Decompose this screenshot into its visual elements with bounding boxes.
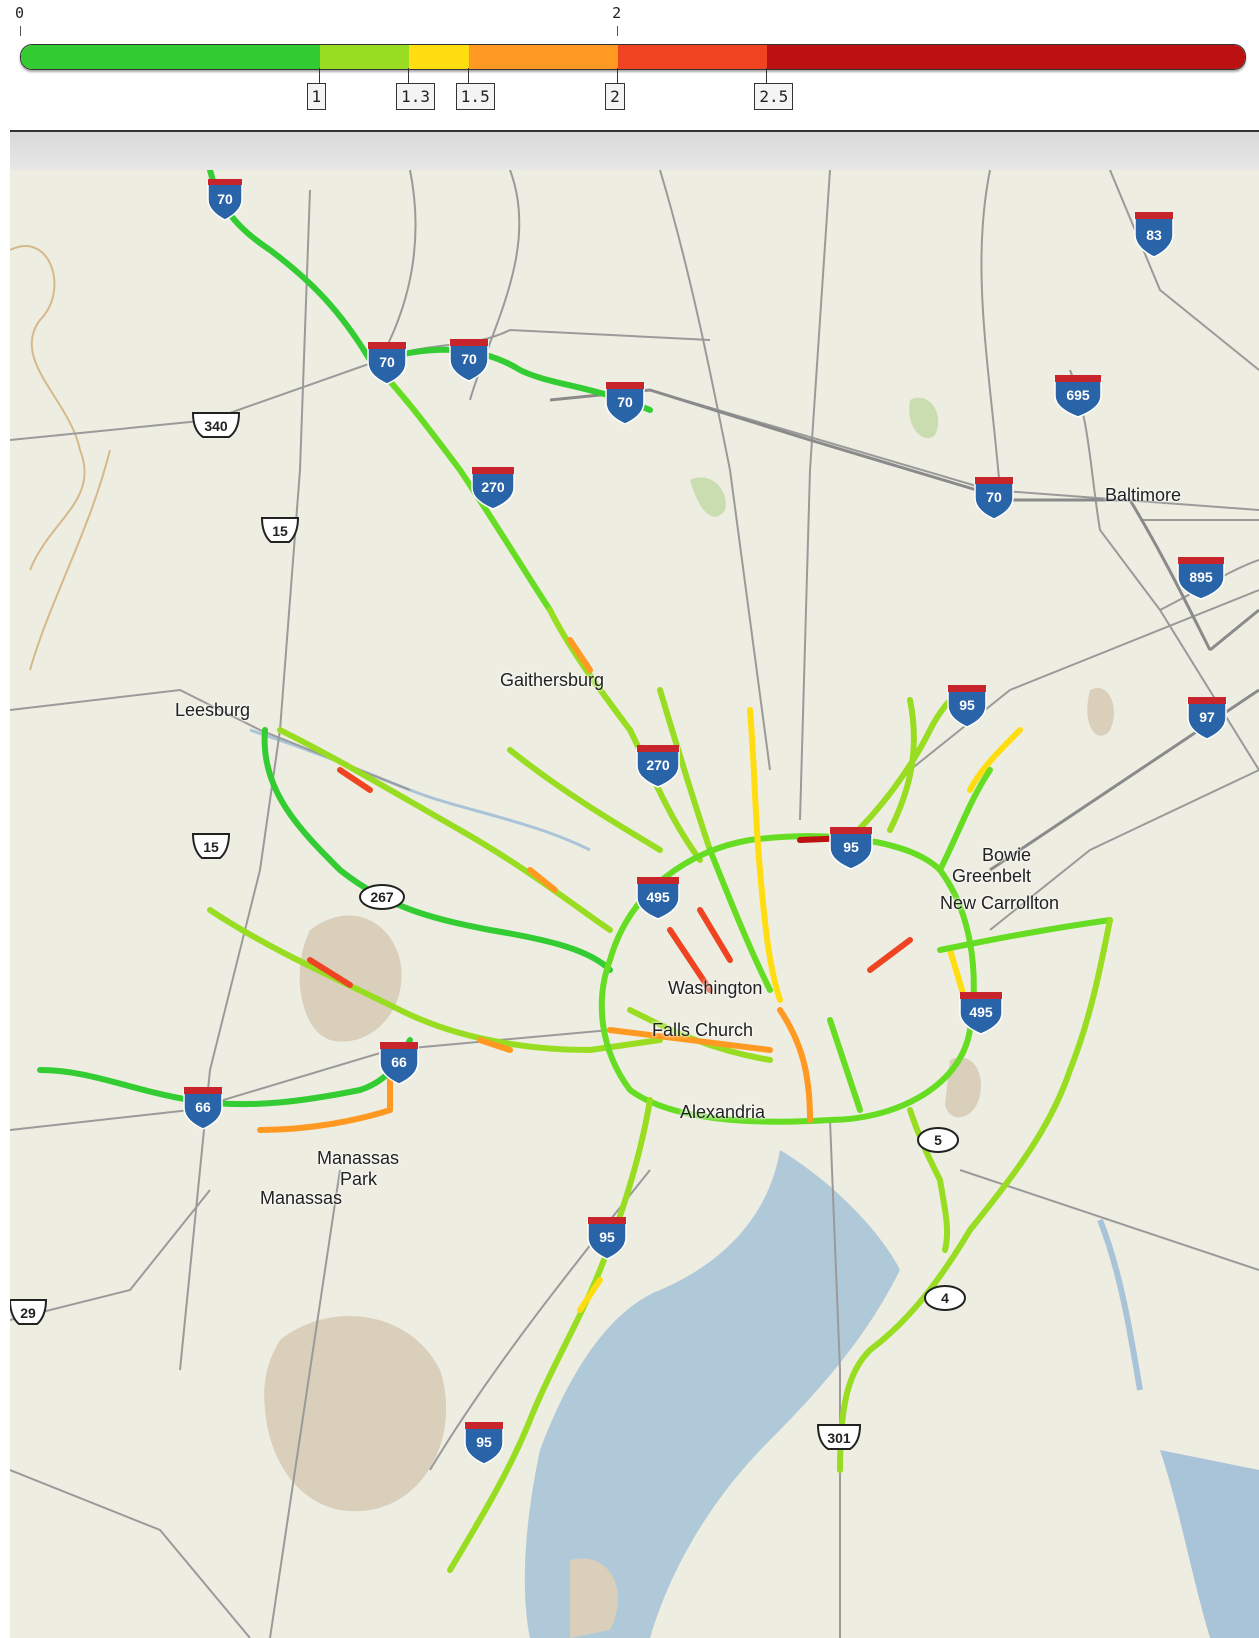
- map-base: 83 70 70 70 70 70 695 895 97 95 270 270 …: [10, 170, 1259, 1638]
- svg-text:15: 15: [272, 523, 288, 539]
- city-label: Gaithersburg: [500, 670, 605, 690]
- svg-text:70: 70: [986, 489, 1002, 505]
- svg-text:895: 895: [1189, 569, 1213, 585]
- svg-text:70: 70: [617, 394, 633, 410]
- svg-text:95: 95: [476, 1434, 492, 1450]
- svg-text:70: 70: [461, 351, 477, 367]
- scale-segment: [618, 45, 768, 69]
- svg-text:95: 95: [843, 839, 859, 855]
- svg-text:95: 95: [599, 1229, 615, 1245]
- scale-segment: [468, 45, 619, 69]
- svg-text:83: 83: [1146, 227, 1162, 243]
- city-label: New Carrollton: [940, 893, 1060, 913]
- legend-stop-label: 1.3: [396, 83, 435, 110]
- svg-text:97: 97: [1199, 709, 1215, 725]
- svg-text:5: 5: [934, 1132, 942, 1148]
- legend-stop-tick: [408, 68, 410, 83]
- city-label: Baltimore: [1105, 485, 1182, 505]
- map-toolbar: [10, 130, 1259, 172]
- svg-text:95: 95: [959, 697, 975, 713]
- legend-stop-tick: [766, 68, 768, 83]
- legend-stop-label: 1: [306, 83, 327, 110]
- svg-text:29: 29: [20, 1305, 36, 1321]
- legend-stop-tick: [467, 68, 469, 83]
- legend-stop-label: 2: [605, 83, 625, 110]
- svg-text:4: 4: [941, 1290, 949, 1306]
- city-label: Park: [340, 1169, 378, 1189]
- svg-text:66: 66: [391, 1054, 407, 1070]
- legend-stop-label: 2.5: [754, 83, 794, 110]
- svg-text:270: 270: [481, 479, 505, 495]
- congestion-legend: 0 2 1 1.3 1.5 2 2.5: [0, 0, 1259, 130]
- scale-segment: [319, 45, 410, 69]
- city-label: Alexandria: [680, 1102, 766, 1122]
- city-label: Washington: [668, 978, 763, 998]
- svg-text:70: 70: [379, 354, 395, 370]
- scale-segment: [21, 45, 320, 69]
- traffic-map[interactable]: 83 70 70 70 70 70 695 895 97 95 270 270 …: [10, 170, 1259, 1638]
- legend-stop-tick: [318, 68, 320, 83]
- legend-stop-tick: [617, 68, 619, 83]
- svg-text:15: 15: [203, 839, 219, 855]
- svg-text:495: 495: [646, 889, 670, 905]
- legend-top-tickmark: [617, 26, 619, 36]
- scale-segment: [409, 45, 469, 69]
- svg-text:70: 70: [217, 191, 233, 207]
- svg-text:495: 495: [969, 1004, 993, 1020]
- legend-top-tick-label: 2: [612, 4, 622, 22]
- svg-text:270: 270: [646, 757, 670, 773]
- svg-text:695: 695: [1066, 387, 1090, 403]
- congestion-color-scale: [20, 44, 1246, 70]
- city-label: Greenbelt: [952, 866, 1032, 886]
- legend-top-tick-label: 0: [15, 4, 25, 22]
- svg-text:66: 66: [195, 1099, 211, 1115]
- svg-text:267: 267: [370, 889, 394, 905]
- city-label: Leesburg: [175, 700, 251, 720]
- city-label: Manassas: [317, 1148, 400, 1168]
- city-label: Falls Church: [652, 1020, 754, 1040]
- svg-text:340: 340: [204, 418, 228, 434]
- shield-i83: 83: [1134, 212, 1174, 258]
- svg-text:301: 301: [827, 1430, 851, 1446]
- scale-segment: [767, 45, 1245, 69]
- legend-top-tickmark: [20, 26, 21, 36]
- city-label: Manassas: [260, 1188, 343, 1208]
- legend-stop-label: 1.5: [455, 83, 495, 110]
- city-label: Bowie: [982, 845, 1032, 865]
